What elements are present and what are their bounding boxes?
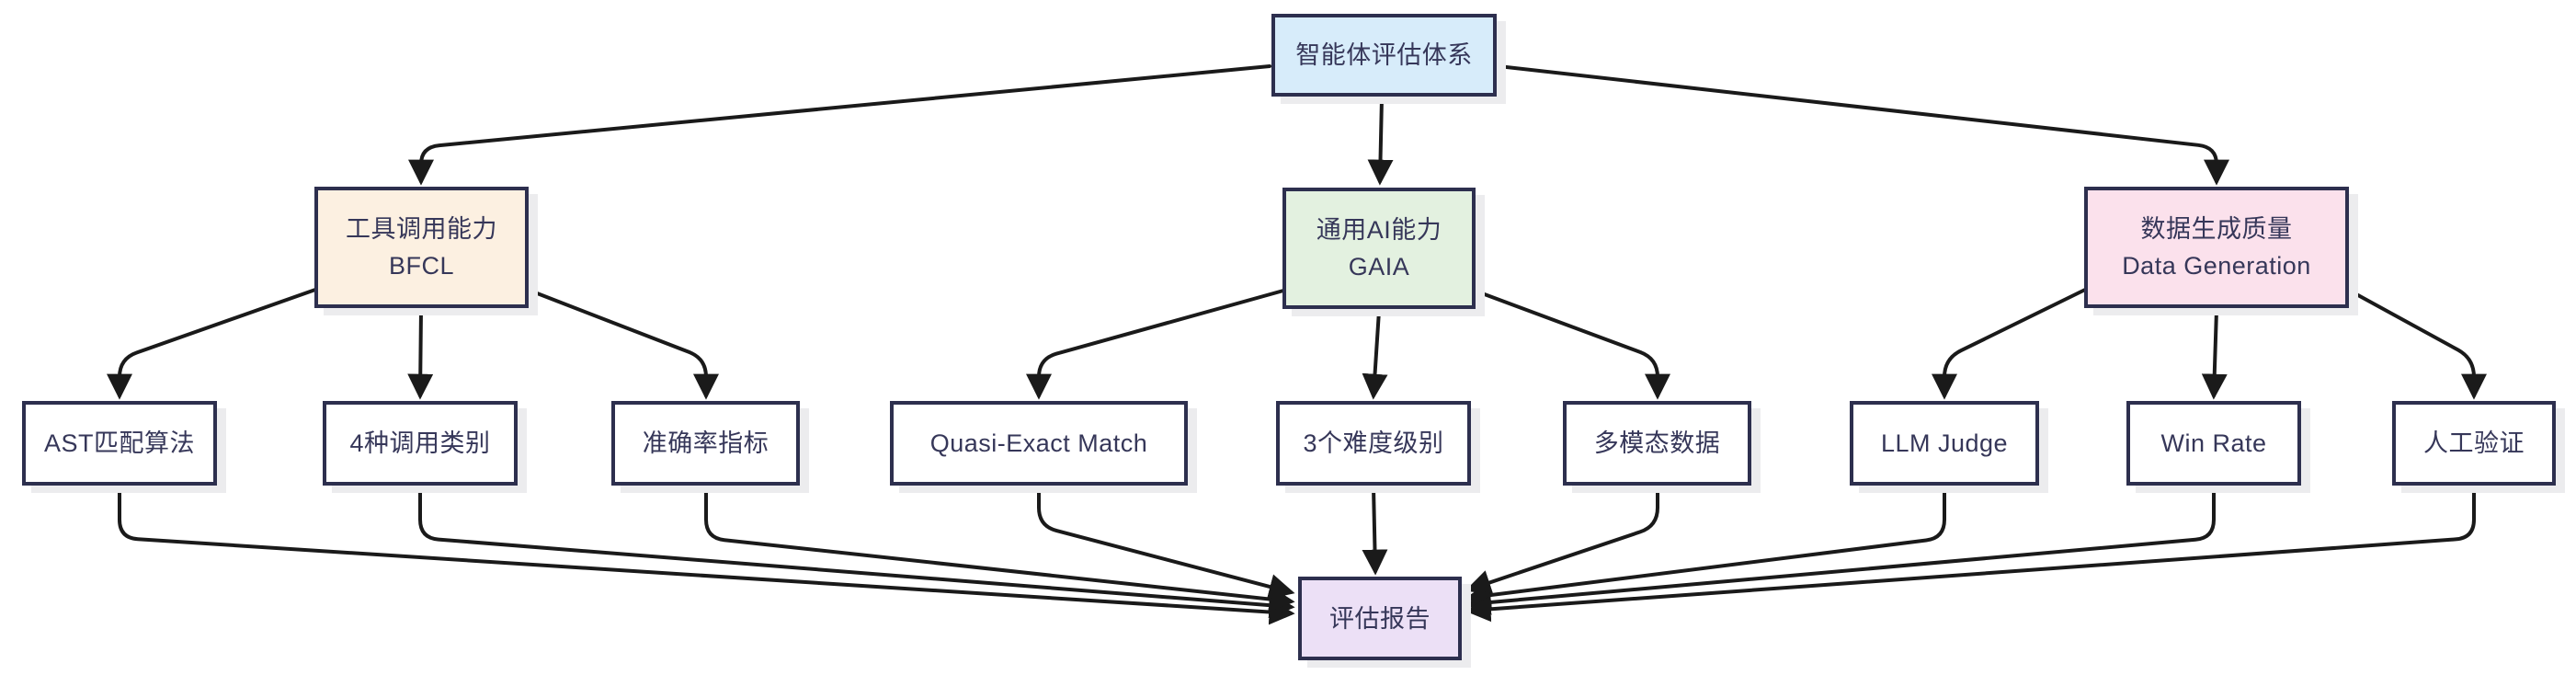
- node-win-label: Win Rate: [2160, 429, 2267, 457]
- node-llm-judge: LLM Judge: [1850, 401, 2039, 486]
- node-gaia-label: 通用AI能力: [1316, 216, 1442, 244]
- node-general-ai-gaia: 通用AI能力 GAIA: [1282, 188, 1476, 309]
- node-three-difficulty-levels: 3个难度级别: [1276, 401, 1471, 486]
- edge-ast-to-report: [118, 486, 1295, 625]
- edge-types4-to-report: [418, 486, 1295, 619]
- edge-root-to-gaia: [1367, 97, 1394, 186]
- node-root-label: 智能体评估体系: [1295, 41, 1473, 69]
- node-types4-label: 4种调用类别: [349, 429, 491, 457]
- node-quasi-exact-match: Quasi-Exact Match: [890, 401, 1188, 486]
- node-win-rate: Win Rate: [2126, 401, 2301, 486]
- edge-human-to-report: [1465, 486, 2476, 623]
- node-report-label: 评估报告: [1329, 604, 1430, 633]
- edge-multimodal-to-report: [1465, 486, 1659, 595]
- edge-quasi-to-report: [1037, 486, 1295, 600]
- edge-llm-to-report: [1465, 486, 1946, 608]
- edge-bfcl-to-acc: [526, 288, 719, 400]
- edge-win-to-report: [1465, 486, 2216, 615]
- node-datagen-label: 数据生成质量: [2140, 215, 2293, 243]
- node-tool-calling-bfcl: 工具调用能力 BFCL: [314, 187, 529, 308]
- node-ast-label: AST匹配算法: [43, 429, 195, 457]
- node-acc-label: 准确率指标: [642, 429, 769, 457]
- edge-datagen-to-win: [2201, 308, 2228, 400]
- edge-root-to-datagen: [1497, 64, 2229, 186]
- edge-datagen-to-llm: [1932, 288, 2087, 400]
- node-datagen-sublabel: Data Generation: [2122, 252, 2311, 280]
- node-bfcl-sublabel: BFCL: [388, 252, 455, 280]
- node-quasi-label: Quasi-Exact Match: [929, 429, 1148, 457]
- node-data-generation: 数据生成质量 Data Generation: [2084, 187, 2349, 308]
- node-root: 智能体评估体系: [1271, 14, 1497, 97]
- node-human-label: 人工验证: [2423, 429, 2525, 457]
- edge-gaia-to-multimodal: [1473, 289, 1670, 400]
- node-human-verification: 人工验证: [2392, 401, 2556, 486]
- edge-bfcl-to-types4: [407, 308, 434, 400]
- edge-gaia-to-quasi: [1026, 289, 1285, 400]
- node-gaia-sublabel: GAIA: [1348, 253, 1410, 280]
- node-multimodal-data: 多模态数据: [1563, 401, 1751, 486]
- edge-bfcl-to-ast: [107, 288, 317, 400]
- node-accuracy-metric: 准确率指标: [611, 401, 800, 486]
- node-levels3-label: 3个难度级别: [1303, 429, 1444, 457]
- node-ast-matching: AST匹配算法: [22, 401, 217, 486]
- edge-gaia-to-levels3: [1362, 309, 1388, 400]
- edge-datagen-to-human: [2346, 288, 2487, 400]
- node-multimodal-label: 多模态数据: [1593, 429, 1721, 457]
- node-evaluation-report: 评估报告: [1298, 577, 1462, 660]
- edge-root-to-bfcl: [408, 64, 1271, 186]
- edge-acc-to-report: [704, 486, 1295, 612]
- node-llm-label: LLM Judge: [1880, 429, 2009, 457]
- node-bfcl-label: 工具调用能力: [346, 215, 497, 243]
- node-four-call-types: 4种调用类别: [323, 401, 518, 486]
- edge-levels3-to-report: [1362, 486, 1388, 576]
